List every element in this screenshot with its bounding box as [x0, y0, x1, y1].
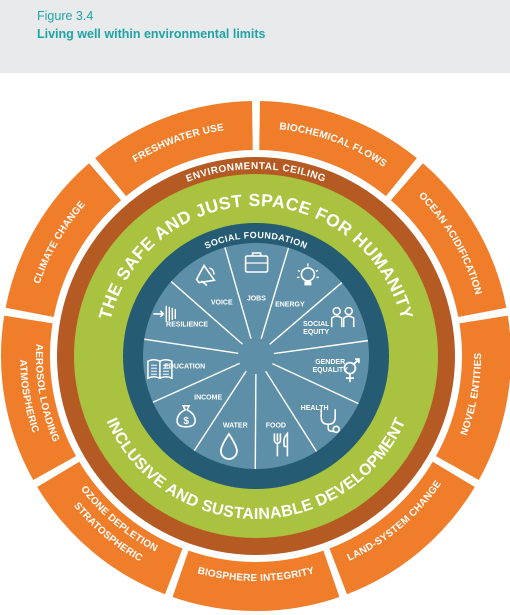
megaphone-icon — [195, 264, 216, 287]
boundary-segment — [329, 461, 475, 595]
sector-label: JOBS — [247, 296, 266, 303]
fork-knife-icon — [273, 431, 289, 457]
sector-divider — [254, 373, 257, 470]
sector-label: VOICE — [211, 299, 233, 306]
sector-label: INCOME — [194, 394, 222, 401]
sector-divider — [224, 247, 252, 339]
boundary-segment — [435, 315, 510, 481]
sector-divider — [144, 338, 239, 355]
lightbulb-icon — [296, 263, 319, 286]
figure-title: Living well within environmental limits — [37, 27, 266, 41]
people-icon — [330, 306, 355, 328]
stethoscope-icon — [320, 409, 341, 434]
sector-divider — [260, 247, 290, 339]
sector-divider — [193, 370, 247, 452]
boundary-segment — [390, 163, 507, 318]
sector-label: WATER — [223, 422, 248, 429]
boundary-segment — [0, 315, 77, 481]
book-icon — [147, 358, 173, 380]
sector-label: ENERGY — [275, 302, 305, 309]
money-bag-icon: $ — [176, 404, 196, 428]
sector-divider — [265, 370, 318, 452]
boundary-segment — [37, 461, 183, 595]
sector-label: EDUCATION — [164, 363, 205, 370]
boundary-segment — [95, 101, 253, 197]
water-drop-icon — [219, 432, 238, 460]
boundary-segment — [259, 101, 417, 197]
sector-label: HEALTH — [301, 405, 329, 412]
sector-divider — [272, 362, 359, 405]
gender-icon — [343, 358, 360, 383]
svg-text:$: $ — [183, 416, 189, 427]
figure-header: Figure 3.4 Living well within environmen… — [0, 0, 510, 73]
resilience-icon — [153, 305, 177, 322]
boundary-segment — [172, 550, 340, 611]
sector-divider — [269, 282, 343, 345]
sector-divider — [170, 280, 243, 345]
sector-label: RESILIENCE — [166, 321, 208, 328]
social-sectors-disc — [143, 243, 369, 469]
sector-divider — [273, 339, 369, 355]
sector-divider — [152, 362, 240, 403]
boundary-segment — [5, 163, 122, 318]
briefcase-icon — [244, 252, 269, 273]
sector-label: FOOD — [266, 423, 286, 430]
figure-label: Figure 3.4 — [37, 9, 94, 23]
